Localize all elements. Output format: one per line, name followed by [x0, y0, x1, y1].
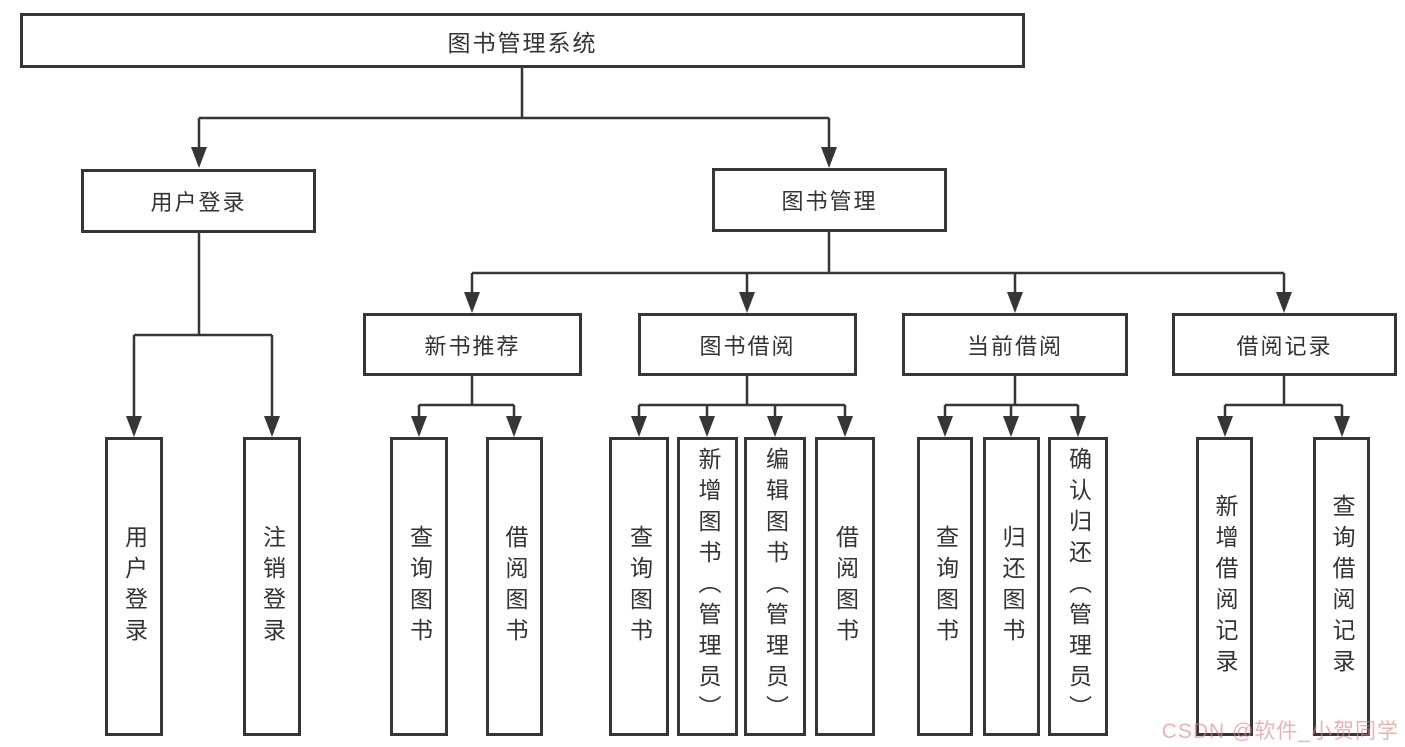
- leaf-current-return: 归还图书: [983, 437, 1040, 736]
- node-label: 查询图书: [626, 524, 653, 649]
- node-label: 新增图书（管理员）: [695, 447, 721, 726]
- node-label: 借阅记录: [1236, 333, 1333, 359]
- node-system-root: 图书管理系统: [20, 13, 1025, 68]
- node-current-borrowing: 当前借阅: [902, 313, 1128, 376]
- node-label: 编辑图书（管理员）: [762, 447, 789, 726]
- node-label: 查询图书: [406, 524, 433, 649]
- leaf-current-query: 查询图书: [917, 437, 973, 736]
- node-book-borrowing: 图书借阅: [638, 313, 857, 376]
- node-label: 图书管理系统: [447, 29, 598, 56]
- leaf-newbook-query: 查询图书: [390, 437, 448, 736]
- node-label: 确认归还（管理员）: [1065, 447, 1092, 726]
- node-label: 查询图书: [932, 524, 959, 649]
- watermark: CSDN @软件_小贺同学: [1161, 720, 1399, 743]
- leaf-borrow-edit-admin: 编辑图书（管理员）: [744, 437, 806, 736]
- node-label: 图书管理: [781, 189, 878, 214]
- leaf-borrow-borrow: 借阅图书: [815, 437, 875, 736]
- node-user-login: 用户登录: [81, 169, 316, 233]
- connector-path: [132, 68, 1344, 431]
- leaf-borrow-add-admin: 新增图书（管理员）: [677, 437, 738, 736]
- node-label: 注销登录: [259, 524, 286, 649]
- node-label: 当前借阅: [966, 333, 1063, 359]
- leaf-current-confirm-admin: 确认归还（管理员）: [1048, 437, 1108, 736]
- leaf-borrow-query: 查询图书: [609, 437, 669, 736]
- node-label: 图书借阅: [699, 333, 796, 359]
- leaf-logout: 注销登录: [243, 437, 301, 736]
- node-new-book-recommend: 新书推荐: [363, 313, 582, 376]
- node-label: 新增借阅记录: [1212, 493, 1238, 680]
- node-label: 用户登录: [150, 190, 247, 215]
- leaf-user-login: 用户登录: [105, 437, 163, 736]
- node-label: 查询借阅记录: [1329, 493, 1355, 680]
- node-label: 新书推荐: [424, 333, 521, 359]
- node-book-management: 图书管理: [712, 168, 947, 232]
- leaf-records-add: 新增借阅记录: [1196, 437, 1253, 736]
- node-label: 用户登录: [121, 524, 148, 649]
- leaf-records-query: 查询借阅记录: [1313, 437, 1370, 736]
- node-label: 借阅图书: [502, 524, 528, 649]
- node-label: 归还图书: [999, 524, 1025, 649]
- node-label: 借阅图书: [832, 524, 859, 649]
- node-borrow-records: 借阅记录: [1172, 313, 1397, 376]
- leaf-newbook-borrow: 借阅图书: [486, 437, 543, 736]
